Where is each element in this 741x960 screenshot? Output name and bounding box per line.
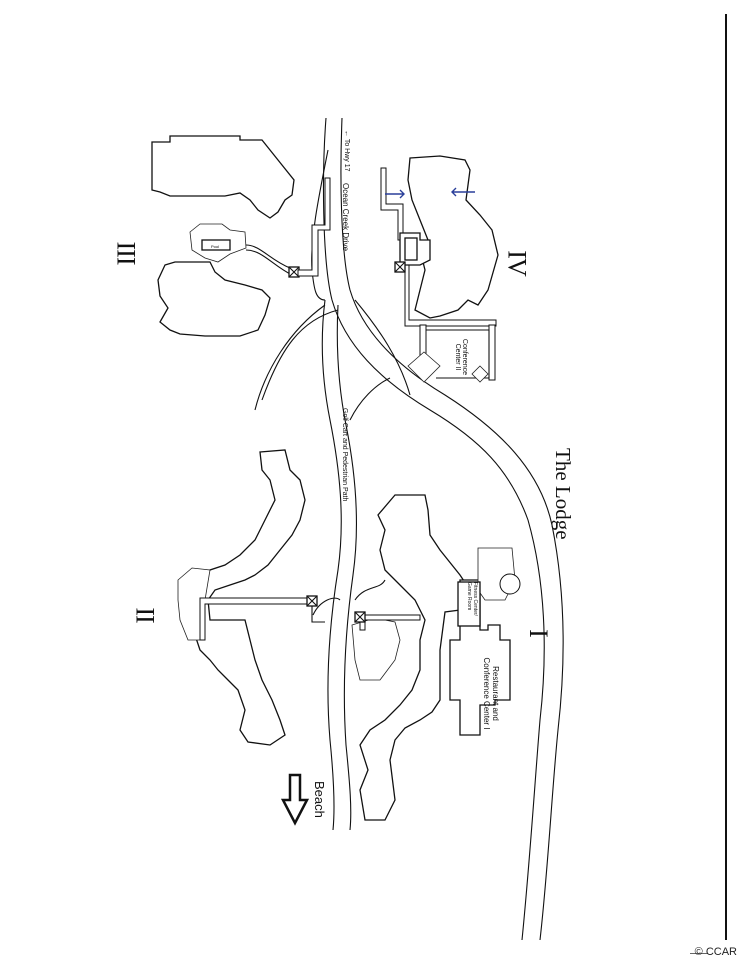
ocean-creek-drive-label: Ocean Creek Drive [341,183,350,252]
marker-arrow-left [385,189,405,199]
restaurant-label: Restaurant and Conference Center I [482,657,500,730]
section-i-buildings [351,494,521,821]
copyright-label: © CCAR [694,946,737,958]
conference-center-ii-roof [407,351,441,383]
section-i-label: I [523,629,553,637]
fitness-center [457,581,481,627]
section-iii-label: III [111,241,141,265]
golf-cart-path-label: Golf Cart and Pedestrian Path [341,408,348,502]
page-border-line [725,14,727,940]
section-ii-label: II [130,607,160,623]
pool-label: Pool [211,244,219,249]
ocean-creek-drive-road [322,117,564,941]
title-the-lodge: The Lodge [551,448,575,540]
pool [201,239,231,251]
conference-center-ii-label: Conference Center II [454,338,468,376]
beach-arrow-icon [280,773,310,826]
section-iv-label: IV [502,250,532,276]
fitness-center-label: Fitness Center/ Game Room [466,582,478,616]
section-iii-buildings: Pool [151,135,331,337]
section-ii-buildings [177,449,325,746]
section-iv-buildings [380,155,499,383]
beach-label: Beach [312,781,327,818]
to-hwy-label: ← To Hwy 17 [343,130,350,172]
footer-rule [690,953,708,954]
marker-arrow-right [451,187,475,197]
path-curve [354,579,386,601]
path-curve [312,597,341,616]
